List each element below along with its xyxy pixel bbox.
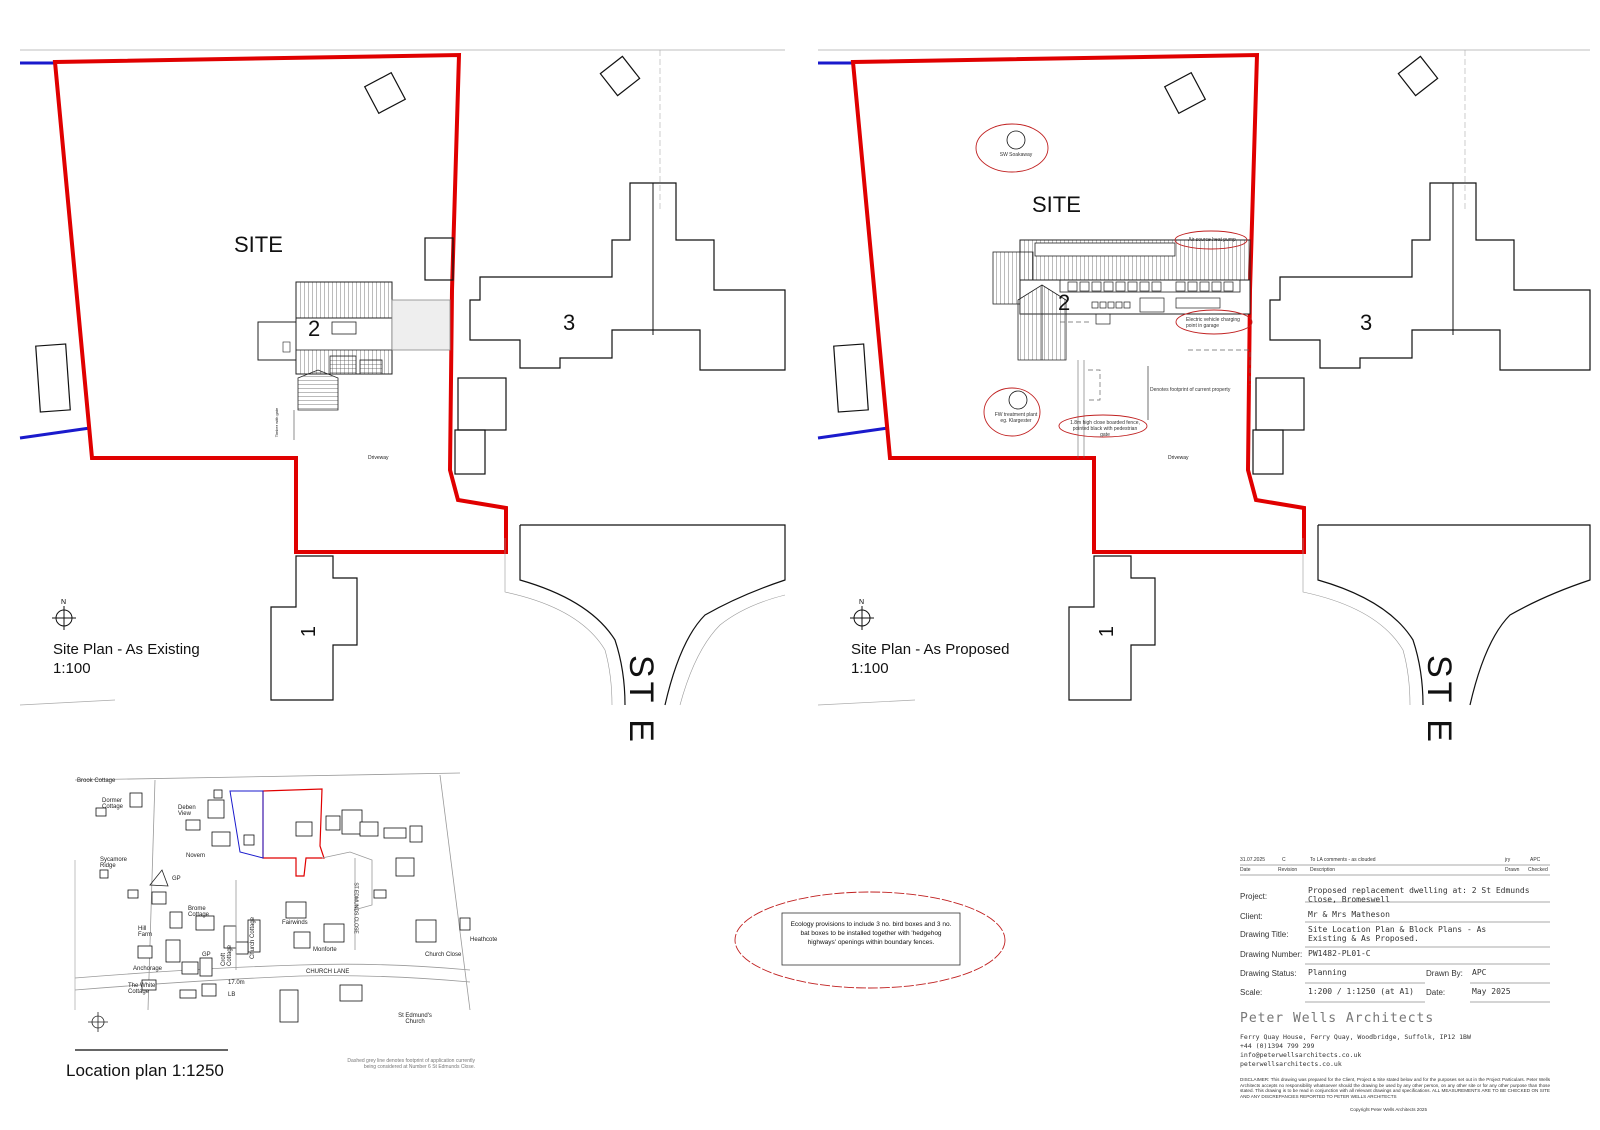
- loc-label-brome-cottage: Brome Cottage: [188, 906, 210, 918]
- project-label: Project:: [1240, 892, 1268, 901]
- rev-date: 31.07.2025: [1240, 857, 1266, 863]
- loc-label-st-edmunds-church: St Edmund's Church: [398, 1013, 432, 1025]
- house-1-existing: 1: [298, 625, 321, 638]
- drawing-title-label: Drawing Title:: [1240, 930, 1289, 939]
- house-3-existing: 3: [563, 310, 576, 335]
- svg-text:N: N: [61, 599, 66, 606]
- firm-address: Ferry Quay House, Ferry Quay, Woodbridge…: [1240, 1033, 1471, 1041]
- client-label: Client:: [1240, 912, 1263, 921]
- proposed-site-plan: N: [817, 49, 1591, 706]
- rev-checked: APC: [1530, 857, 1541, 863]
- rev-letter: C: [1282, 857, 1286, 863]
- firm-web: peterwellsarchitects.co.uk: [1240, 1060, 1342, 1068]
- svg-text:N: N: [859, 599, 864, 606]
- loc-label-church-close: Church Close: [425, 952, 462, 958]
- loc-label-white-cottage: The White Cottage: [128, 983, 156, 995]
- loc-label-gp-1: GP: [172, 876, 181, 882]
- copyright: Copyright Peter Wells Architects 2025: [1350, 1107, 1428, 1112]
- project-value: Proposed replacement dwelling at: 2 St E…: [1308, 886, 1530, 904]
- date-label: Date:: [1426, 988, 1446, 997]
- client-value: Mr & Mrs Matheson: [1308, 910, 1390, 919]
- loc-label-deben-view: Deben View: [178, 805, 196, 817]
- loc-label-gp-2: GP: [202, 952, 211, 958]
- rev-header-drawn: Drawn: [1505, 867, 1520, 873]
- existing-site-plan: N: [19, 49, 786, 706]
- plan-scale-existing: 1:100: [53, 660, 91, 677]
- loc-label-church-cottage: Church Cottage: [250, 916, 257, 960]
- drawing-number-value: PW1482-PL01-C: [1308, 949, 1371, 958]
- house-3-proposed: 3: [1360, 310, 1373, 335]
- fence-note: 1.8m high close boarded fence, pointed b…: [1070, 420, 1140, 438]
- drawing-number-label: Drawing Number:: [1240, 950, 1303, 959]
- drawing-title-value: Site Location Plan & Block Plans - As Ex…: [1308, 925, 1487, 943]
- rev-header-checked: Checked: [1528, 867, 1548, 873]
- disclaimer: DISCLAIMER: This drawing was prepared fo…: [1240, 1077, 1550, 1099]
- house-2-existing: 2: [308, 316, 321, 341]
- firm-phone: +44 (0)1394 799 299: [1240, 1042, 1315, 1050]
- firm-name: Peter Wells Architects: [1240, 1011, 1435, 1026]
- treatment-plant-note: FW treatment plant eg. Klargester: [994, 412, 1038, 424]
- loc-label-dormer-cottage: Dormer Cottage: [102, 798, 124, 810]
- drawn-by-label: Drawn By:: [1426, 969, 1463, 978]
- street-label-existing: ST E: [622, 655, 660, 746]
- firm-email: info@peterwellsarchitects.co.uk: [1240, 1051, 1362, 1059]
- location-plan-title: Location plan 1:1250: [66, 1061, 224, 1080]
- drawn-by-value: APC: [1472, 968, 1487, 977]
- plan-scale-proposed: 1:100: [851, 660, 889, 677]
- heat-pump-note: Air source heat pump: [1188, 237, 1236, 243]
- north-arrow-proposed: N: [850, 599, 874, 630]
- house-1-proposed: 1: [1096, 625, 1119, 638]
- rev-description: To LA comments - as clouded: [1310, 857, 1376, 863]
- ecology-note-cloud: [734, 891, 1006, 989]
- site-boundary-proposed: [850, 52, 1306, 554]
- street-label-proposed: ST E: [1420, 655, 1458, 746]
- location-plan-footnote: Dashed grey line denotes footprint of ap…: [347, 1058, 475, 1070]
- rev-header-revision: Revision: [1278, 867, 1298, 873]
- loc-label-sycamore-ridge: Sycamore Ridge: [100, 857, 128, 869]
- ecology-note: Ecology provisions to include 3 no. bird…: [790, 921, 952, 946]
- plan-title-proposed: Site Plan - As Proposed: [851, 641, 1010, 658]
- loc-label-novem: Novem: [186, 853, 206, 859]
- loc-label-hill-farm: Hill Farm: [138, 926, 152, 938]
- drawing-status-label: Drawing Status:: [1240, 969, 1297, 978]
- site-label-proposed: SITE: [1032, 192, 1081, 217]
- fence-note-existing: Timber with gate: [274, 407, 280, 438]
- location-plan-map: [74, 772, 471, 1051]
- driveway-label-existing: Driveway: [368, 455, 389, 461]
- plan-title-existing: Site Plan - As Existing: [53, 641, 200, 658]
- loc-label-fairwinds: Fairwinds: [282, 920, 308, 926]
- rev-drawn: jry: [1505, 857, 1511, 863]
- footprint-note: Denotes footprint of current property: [1150, 387, 1231, 393]
- site-label-existing: SITE: [234, 232, 283, 257]
- driveway-label-proposed: Driveway: [1168, 455, 1189, 461]
- date-value: May 2025: [1472, 987, 1511, 996]
- loc-label-heathcote: Heathcote: [470, 937, 498, 943]
- loc-label-anchorage: Anchorage: [133, 966, 163, 972]
- title-block-lines: [1240, 864, 1550, 1003]
- house-2-proposed: 2: [1058, 290, 1071, 315]
- scale-value: 1:200 / 1:1250 (at A1): [1308, 987, 1414, 996]
- ev-charging-note: Electric vehicle charging point in garag…: [1186, 317, 1240, 329]
- scale-label: Scale:: [1240, 988, 1263, 997]
- drawing-status-value: Planning: [1308, 968, 1347, 977]
- loc-label-croft-cottage: Croft Cottage: [221, 944, 233, 966]
- loc-label-brook-cottage: Brook Cottage: [77, 778, 116, 784]
- loc-label-church-lane: CHURCH LANE: [306, 969, 350, 975]
- rev-header-description: Description: [1310, 867, 1336, 873]
- soakaway-note: SW Soakaway: [999, 152, 1033, 158]
- loc-label-level: 17.0m: [228, 980, 245, 986]
- rev-header-date: Date: [1240, 867, 1251, 873]
- loc-label-st-edmunds-close: ST EDMUNDS CLOSE: [352, 882, 359, 934]
- loc-label-lb: LB: [228, 992, 236, 998]
- loc-label-monforte: Monforte: [313, 947, 337, 953]
- north-arrow-existing: N: [52, 599, 76, 630]
- site-boundary-existing: [52, 52, 508, 554]
